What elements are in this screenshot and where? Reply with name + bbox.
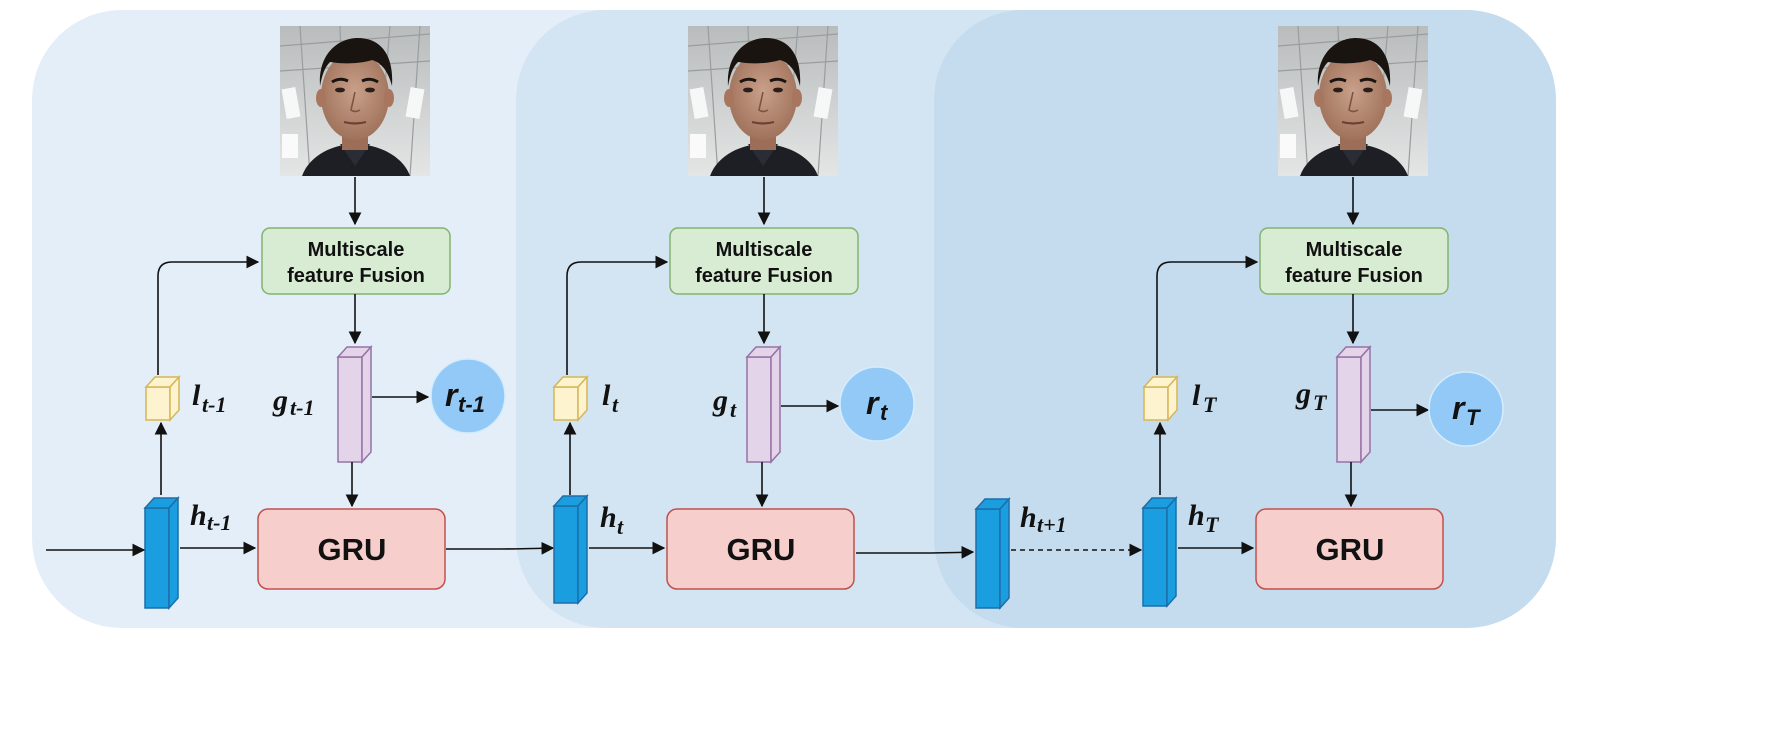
glimpse-vector bbox=[1335, 345, 1372, 464]
hidden-state-block bbox=[552, 494, 589, 605]
stage-3: Multiscale feature Fusion g T r T l T h … bbox=[1141, 24, 1504, 608]
r-subscript: t bbox=[880, 400, 889, 425]
r-label: r bbox=[1452, 390, 1466, 426]
fusion-label-line1: Multiscale bbox=[716, 239, 813, 261]
l-subscript: t-1 bbox=[202, 392, 226, 417]
stage-panel-3 bbox=[934, 10, 1556, 628]
intermediate-stage: h t+1 bbox=[974, 497, 1143, 610]
fusion-label-line2: feature Fusion bbox=[287, 265, 425, 287]
glimpse-vector bbox=[745, 345, 782, 464]
fusion-label-line1: Multiscale bbox=[1306, 239, 1403, 261]
gru-label: GRU bbox=[727, 532, 796, 567]
g-subscript: t-1 bbox=[290, 395, 314, 420]
l-label: l bbox=[602, 379, 611, 412]
fusion-label-line2: feature Fusion bbox=[1285, 265, 1423, 287]
g-label: g bbox=[272, 384, 288, 417]
h-label: h bbox=[1020, 501, 1037, 534]
h-label: h bbox=[1188, 499, 1205, 532]
hidden-state-block bbox=[974, 497, 1011, 610]
l-subscript: T bbox=[1203, 392, 1218, 417]
gru-box bbox=[1255, 508, 1444, 590]
gru-box bbox=[666, 508, 855, 590]
r-output-circle bbox=[1428, 371, 1504, 447]
g-subscript: T bbox=[1313, 390, 1328, 415]
l-label: l bbox=[1192, 379, 1201, 412]
face-photo-icon bbox=[686, 24, 840, 178]
gru-box bbox=[257, 508, 446, 590]
fusion-label-line2: feature Fusion bbox=[695, 265, 833, 287]
fusion-box bbox=[261, 227, 451, 295]
hidden-state-block bbox=[143, 496, 180, 610]
location-cube bbox=[1142, 375, 1179, 422]
gru-label: GRU bbox=[1316, 532, 1385, 567]
g-subscript: t bbox=[730, 397, 737, 422]
r-subscript: T bbox=[1466, 405, 1481, 430]
g-label: g bbox=[1295, 377, 1311, 410]
glimpse-vector bbox=[336, 345, 373, 464]
h-subscript: t-1 bbox=[207, 510, 231, 535]
fusion-box bbox=[1259, 227, 1449, 295]
r-label: r bbox=[866, 385, 880, 421]
face-photo-icon bbox=[278, 24, 432, 178]
location-cube bbox=[144, 375, 181, 422]
gru-label: GRU bbox=[318, 532, 387, 567]
r-label: r bbox=[445, 377, 459, 413]
r-subscript: t-1 bbox=[458, 392, 485, 417]
location-cube bbox=[552, 375, 589, 422]
l-subscript: t bbox=[612, 392, 619, 417]
l-label: l bbox=[192, 379, 201, 412]
g-label: g bbox=[712, 384, 728, 417]
r-output-circle bbox=[430, 358, 506, 434]
h-subscript: t bbox=[617, 514, 624, 539]
h-subscript: t+1 bbox=[1037, 512, 1067, 537]
hidden-state-block bbox=[1141, 496, 1178, 608]
h-subscript: T bbox=[1205, 512, 1220, 537]
h-label: h bbox=[190, 499, 207, 532]
face-photo-icon bbox=[1276, 24, 1430, 178]
fusion-label-line1: Multiscale bbox=[308, 239, 405, 261]
r-output-circle bbox=[839, 366, 915, 442]
stage-2: Multiscale feature Fusion g t r t l t h … bbox=[552, 24, 975, 605]
stage-1: Multiscale feature Fusion g t-1 r t-1 l … bbox=[46, 24, 555, 610]
h-label: h bbox=[600, 501, 617, 534]
